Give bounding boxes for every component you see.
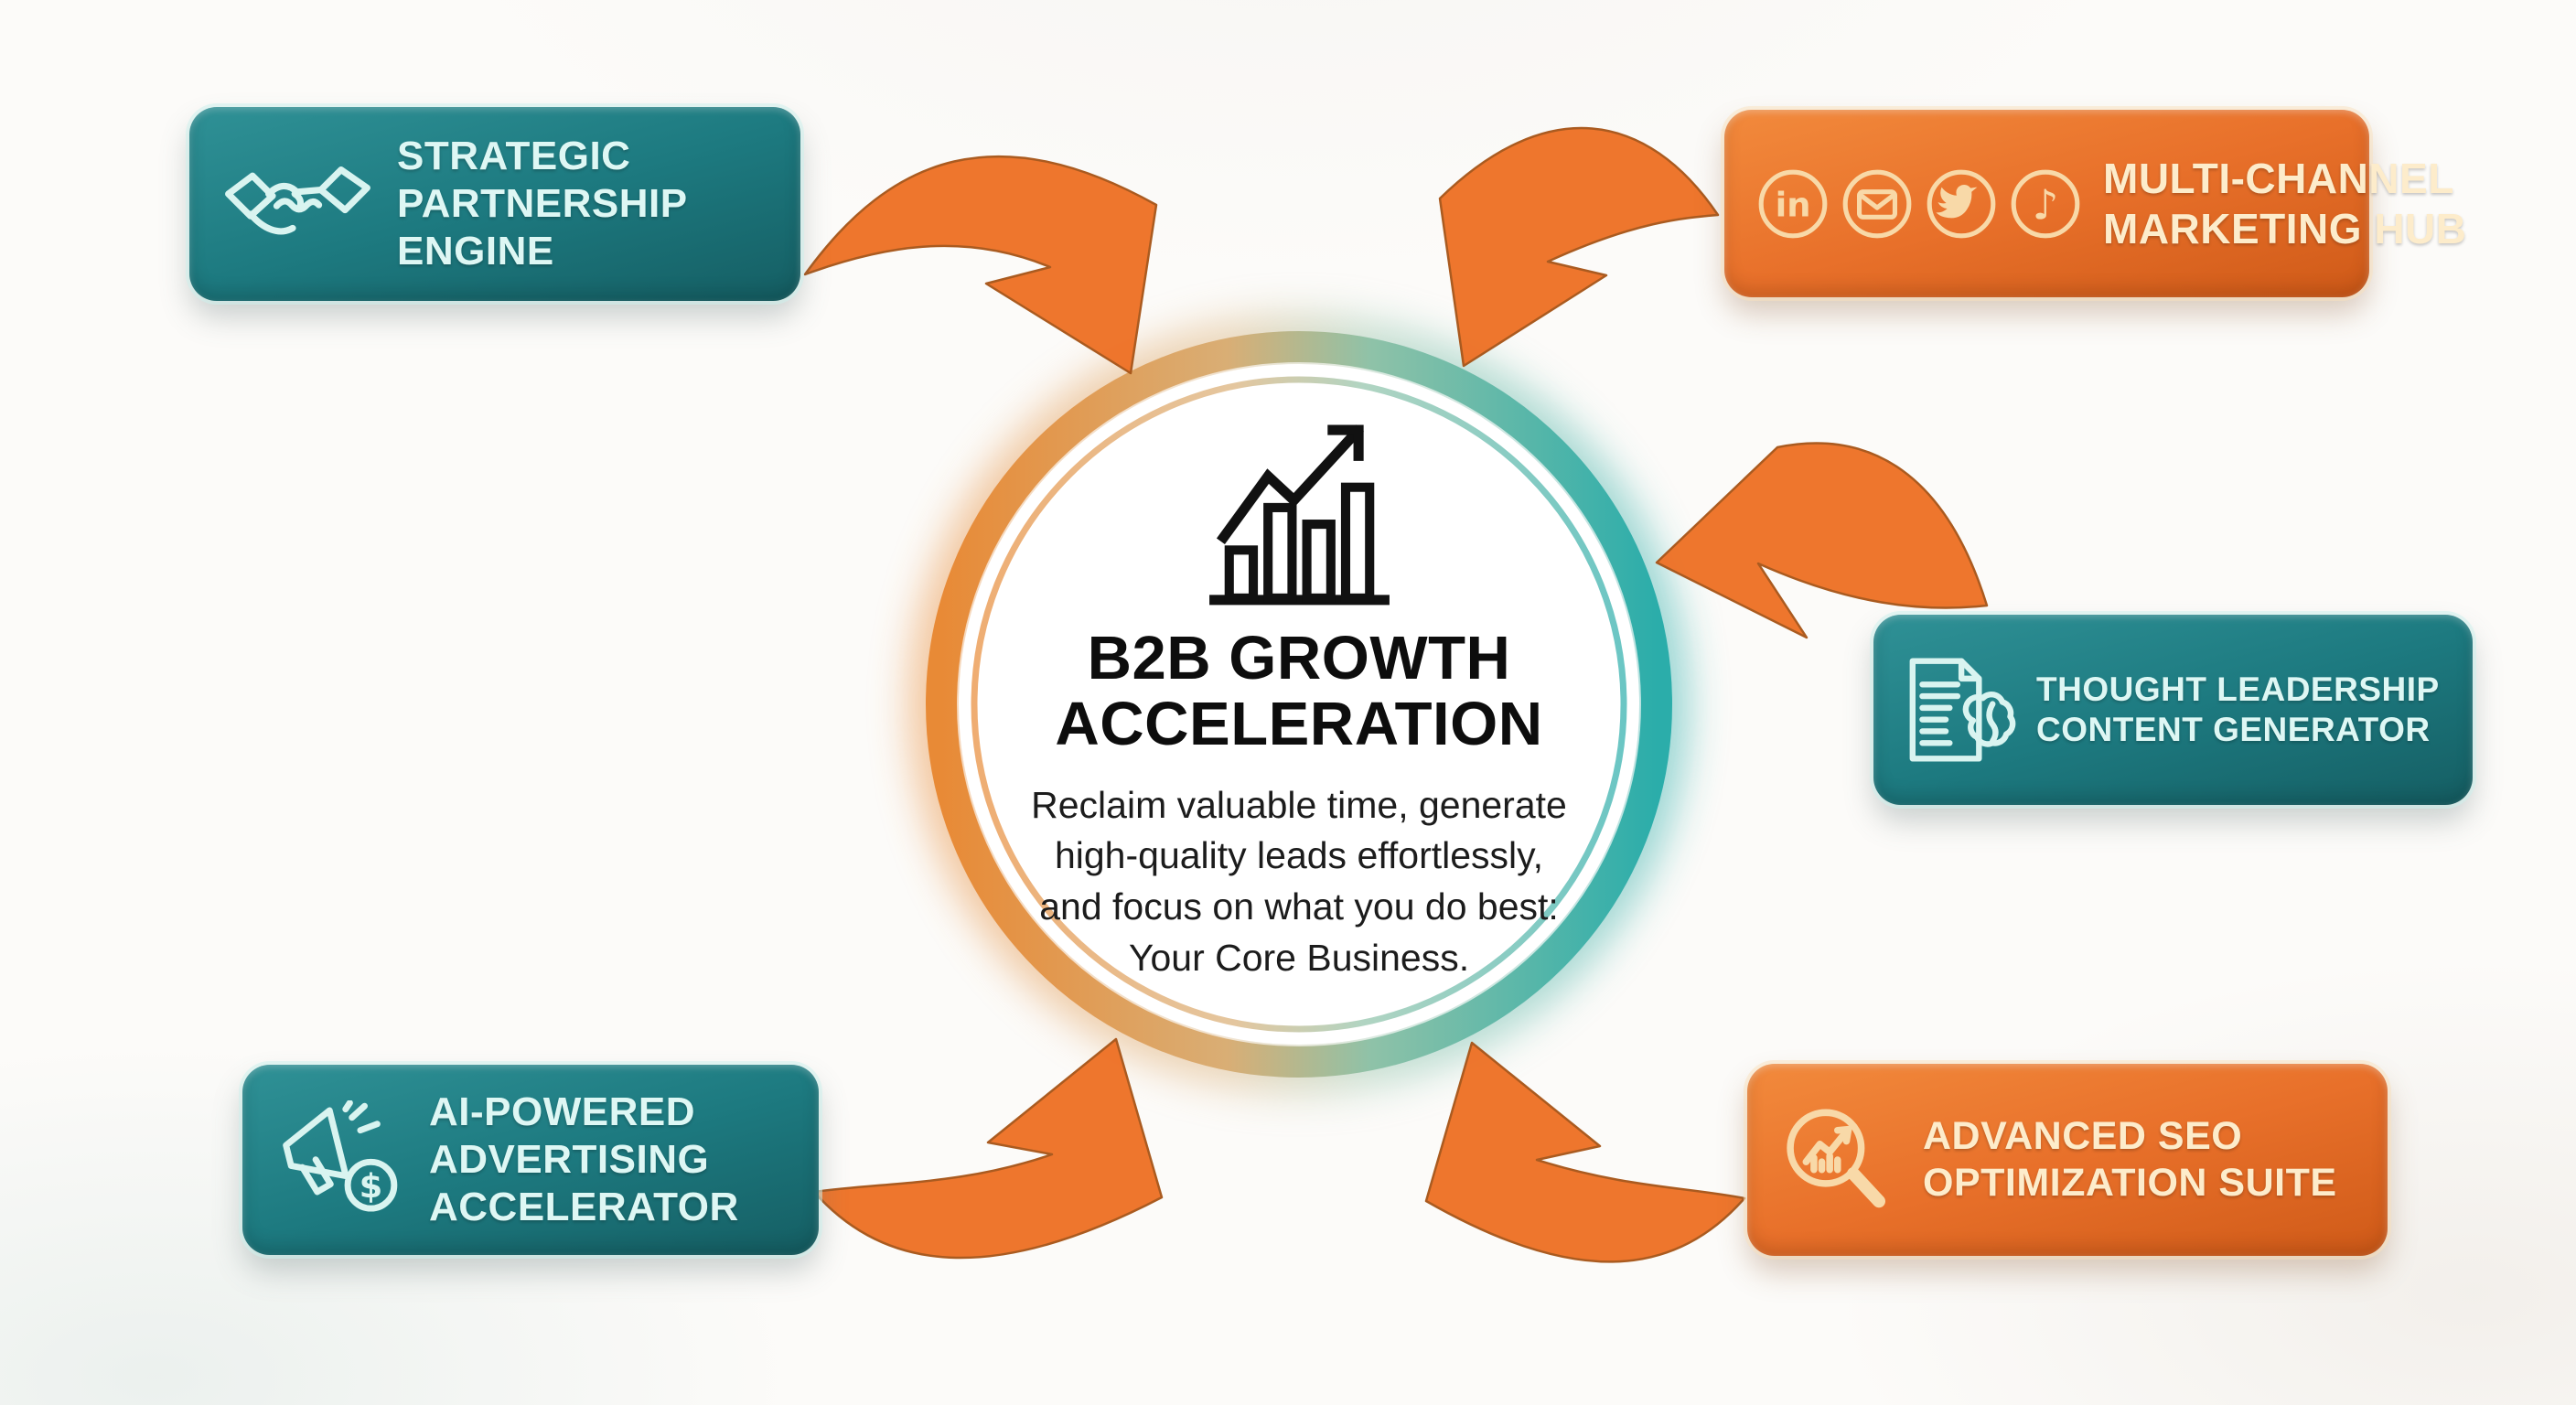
node-label: THOUGHT LEADERSHIP CONTENT GENERATOR [2036,670,2440,749]
node-multi-channel-marketing-hub: in ♪ MULTI-CHANNEL MARKETING HUB [1724,110,2466,297]
tiktok-icon: ♪ [2011,169,2080,238]
seo-magnifier-icon [1776,1100,1905,1219]
ring-band [926,331,1672,1078]
center-description-line: Your Core Business. [1128,936,1470,979]
node-label: STRATEGIC PARTNERSHIP ENGINE [397,133,688,275]
svg-text:$: $ [360,1167,383,1207]
node-label: AI-POWERED ADVERTISING ACCELERATOR [429,1089,739,1231]
handshake-icon [222,153,373,255]
center-description-line: high-quality leads effortlessly, [1054,834,1544,877]
center-description-line: and focus on what you do best: [1039,885,1559,928]
node-ai-powered-advertising-accelerator: $ AI-POWERED ADVERTISING ACCELERATOR [242,1065,819,1255]
svg-text:in: in [1776,185,1811,224]
node-label-line: ACCELERATOR [429,1184,739,1229]
twitter-icon [1927,169,1996,238]
megaphone-dollar-icon: $ [272,1100,409,1219]
node-label-line: PARTNERSHIP [397,181,688,227]
node-label-line: MULTI-CHANNEL [2103,155,2454,203]
arrow-middle-right [1655,442,1989,639]
svg-text:♪: ♪ [2033,180,2059,229]
node-label-line: THOUGHT LEADERSHIP [2036,670,2440,709]
node-label: ADVANCED SEO OPTIMIZATION SUITE [1923,1113,2337,1206]
ring-inner-line [971,376,1627,1033]
center-description-line: Reclaim valuable time, generate [1031,783,1567,826]
arrow-bottom-left [812,1037,1164,1260]
document-brain-icon [1901,655,2018,765]
arrow-top-left [803,155,1158,375]
node-thought-leadership-content-generator: THOUGHT LEADERSHIP CONTENT GENERATOR [1873,615,2473,805]
node-label-line: MARKETING HUB [2103,204,2467,252]
node-label: MULTI-CHANNEL MARKETING HUB [2103,154,2466,253]
center-title-line: B2B GROWTH [1087,624,1511,692]
node-label-line: ENGINE [397,228,554,273]
node-label-line: CONTENT GENERATOR [2036,711,2431,748]
node-label-line: ADVANCED SEO [1923,1114,2243,1159]
node-label-line: AI-POWERED [429,1089,695,1135]
center-description: Reclaim valuable time, generate high-qua… [933,780,1665,984]
arrow-top-right [1438,126,1720,368]
center-circle [959,364,1639,1045]
node-label-line: OPTIMIZATION SUITE [1923,1161,2337,1205]
linkedin-icon: in [1758,169,1828,238]
center-title: B2B GROWTH ACCELERATION [933,624,1665,759]
node-strategic-partnership-engine: STRATEGIC PARTNERSHIP ENGINE [189,107,800,301]
email-icon [1842,169,1912,238]
growth-chart-icon [1208,424,1390,606]
center-content: B2B GROWTH ACCELERATION Reclaim valuable… [933,419,1665,984]
arrow-bottom-right [1424,1041,1746,1263]
social-channels-icon: in ♪ [1754,165,2085,243]
node-label-line: STRATEGIC [397,134,631,179]
node-advanced-seo-optimization-suite: ADVANCED SEO OPTIMIZATION SUITE [1747,1064,2388,1256]
center-title-line: ACCELERATION [1055,690,1543,759]
node-label-line: ADVERTISING [429,1137,710,1183]
